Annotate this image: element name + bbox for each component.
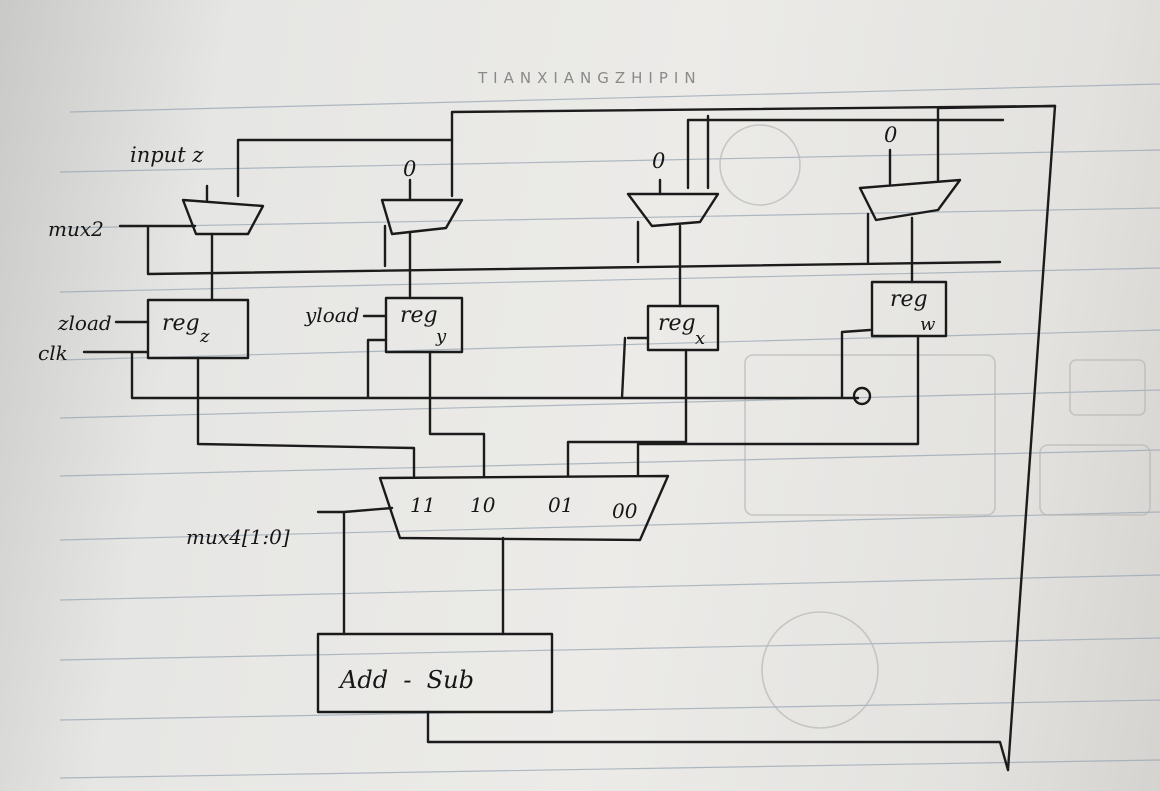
brand-header: TIANXIANGZHIPIN (477, 69, 702, 87)
clock-bus (82, 328, 872, 400)
reg-z-name: reg (162, 311, 200, 336)
reg-w-sub: w (920, 314, 936, 335)
reg-y-sub: y (435, 326, 447, 347)
feedback-bus (236, 104, 1057, 772)
mux-w (858, 148, 962, 222)
mux4-input-01: 01 (548, 493, 573, 517)
reg-x-name: reg (658, 311, 696, 336)
mux2-label: mux2 (48, 217, 104, 241)
mux4: 11 10 01 00 (378, 474, 670, 542)
zload-label: zload (57, 311, 112, 335)
ruled-lines (59, 83, 1160, 779)
mux4-select-wire (316, 506, 394, 636)
add-sub-unit: Add - Sub (316, 632, 554, 714)
reg-x: reg x (646, 304, 720, 352)
reg-w: reg w (870, 280, 948, 338)
yload-label: yload (304, 303, 359, 327)
mux-z (181, 184, 265, 236)
reg-z: reg z (146, 298, 250, 360)
mux-x (626, 178, 720, 228)
clk-label: clk (38, 341, 68, 365)
mux4-input-11: 11 (410, 493, 435, 517)
mux-y (380, 178, 464, 236)
bleed-through (719, 124, 1151, 729)
mux-to-reg-wires (210, 216, 914, 308)
mux-y-input-label: 0 (403, 157, 416, 181)
mux4-input-00: 00 (612, 499, 638, 523)
mux2-select-bus (118, 212, 1002, 276)
add-sub-label: Add - Sub (338, 666, 474, 694)
mux4-input-10: 10 (470, 493, 496, 517)
mux-z-input-label: input z (130, 143, 204, 167)
reg-w-name: reg (890, 287, 928, 312)
mux-w-input-label: 0 (884, 123, 897, 147)
reg-z-sub: z (199, 326, 210, 347)
mux4-select-label: mux4[1:0] (186, 525, 290, 549)
reg-x-sub: x (695, 328, 705, 349)
reg-y: reg y (384, 296, 464, 354)
clock-junction (852, 386, 872, 406)
reg-to-mux4-wires (196, 334, 920, 478)
reg-y-name: reg (400, 303, 438, 328)
mux-x-input-label: 0 (652, 149, 665, 173)
